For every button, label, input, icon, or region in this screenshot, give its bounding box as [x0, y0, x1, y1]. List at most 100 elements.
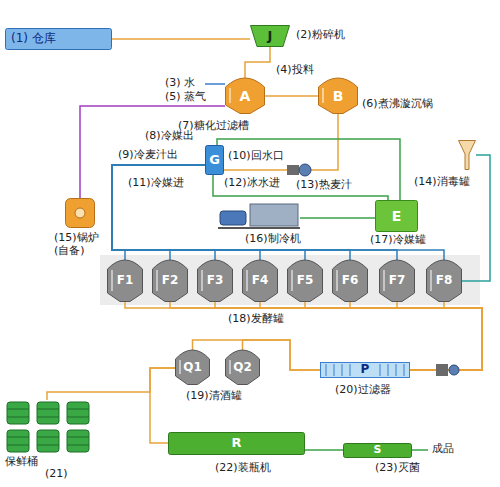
keg-drum	[7, 402, 29, 424]
fermenter-tank: F5	[287, 260, 323, 302]
fermenter-tank: F6	[332, 260, 368, 302]
keg-hoop	[67, 445, 89, 446]
node-letter: E	[392, 208, 402, 224]
keg-hoop	[7, 417, 29, 418]
callout-label: (4)投料	[276, 64, 314, 77]
mash-tank: A(7)糖化过滤槽	[225, 78, 265, 114]
tank-highlight	[246, 270, 248, 291]
tank-outline	[226, 350, 260, 385]
tank-outline	[153, 260, 188, 302]
tank-highlight	[430, 270, 432, 291]
chiller-motor	[220, 211, 246, 225]
boiler: (15)锅炉 (自备)	[65, 198, 95, 228]
keg-drum	[67, 402, 89, 424]
part-label: (22)装瓶机	[215, 462, 271, 475]
node-letter: J	[268, 29, 273, 44]
filter-plate	[334, 364, 335, 376]
pipe-connector	[462, 155, 490, 281]
part-label: (23)灭菌	[375, 462, 420, 475]
keg-hoop	[37, 445, 59, 446]
node-letter: G	[209, 153, 220, 168]
warehouse-box: (1) 仓库	[5, 28, 112, 50]
tank-highlight	[229, 360, 231, 374]
filter-plate	[404, 364, 405, 376]
tank-outline	[226, 78, 265, 114]
fermenter-tank: F2	[152, 260, 188, 302]
callout-label: (8)冷媒出	[145, 130, 194, 143]
keg-hoop	[37, 409, 59, 410]
part-label: (2)粉碎机	[296, 29, 345, 42]
pipe-connector	[245, 47, 270, 78]
filter-plate	[350, 364, 351, 376]
fermenter-bay	[100, 255, 480, 305]
pipe-connector	[265, 95, 318, 97]
water-pipe	[205, 83, 225, 85]
pipe-connector	[150, 368, 175, 443]
keg-hoop	[7, 409, 29, 410]
fermenter-tank: F7	[379, 260, 415, 302]
keg-hoop	[67, 437, 89, 438]
callout-label: (13)热麦汁	[296, 179, 352, 192]
tank-outline	[288, 260, 323, 302]
keg-hoop	[67, 409, 89, 410]
tank-outline	[333, 260, 368, 302]
fermenter-tank: F4	[242, 260, 278, 302]
funnel-outline	[459, 141, 476, 170]
callout-label: (3) 水	[165, 77, 195, 90]
callout-label: (5) 蒸气	[165, 91, 206, 104]
chiller-unit: (16)制冷机	[218, 203, 300, 229]
keg-hoop	[7, 437, 29, 438]
keg-hoop	[37, 417, 59, 418]
pump-motor	[436, 364, 448, 376]
filter-plate	[342, 364, 343, 376]
part-label: (21)	[45, 468, 68, 481]
pipe-connector	[213, 175, 388, 200]
tank-highlight	[201, 270, 203, 291]
node-letter: F5	[297, 274, 314, 288]
tank-highlight	[111, 270, 113, 291]
pipe-connector	[350, 302, 482, 370]
node-shape	[65, 198, 95, 228]
heat-exchanger: G	[205, 145, 224, 175]
coolant-tank: E(17)冷媒罐	[375, 200, 418, 232]
grinder-outline	[251, 26, 290, 47]
tank-outline	[380, 260, 415, 302]
box-outline	[376, 201, 418, 232]
part-label: (20)过滤器	[335, 384, 391, 397]
box-outline	[6, 29, 112, 50]
tank-outline	[176, 350, 210, 385]
node-shape	[5, 400, 93, 454]
pipe-connector	[112, 38, 250, 40]
node-letter: Q2	[233, 361, 252, 375]
tank-highlight	[179, 360, 181, 374]
boil-tank: B(6)煮沸漩沉锅	[318, 78, 358, 114]
keg-drum	[67, 430, 89, 452]
keg-hoop	[37, 437, 59, 438]
pipe-connector	[47, 368, 175, 400]
box-outline	[344, 444, 412, 458]
filter-plate	[326, 364, 327, 376]
bright-tank: Q1	[175, 350, 210, 385]
node-letter: B	[333, 88, 344, 104]
box-outline	[206, 146, 224, 175]
pipe-connector	[397, 302, 482, 370]
part-label: (6)煮沸漩沉锅	[362, 98, 433, 111]
part-label: (16)制冷机	[245, 233, 301, 246]
keg-group: 保鲜桶(21)	[5, 400, 93, 454]
part-label: (17)冷媒罐	[370, 234, 426, 247]
pipe-connector	[112, 165, 397, 260]
tank-highlight	[336, 270, 338, 291]
pump-motor	[287, 165, 299, 175]
pipe-connector	[112, 165, 205, 260]
keg-drum	[37, 430, 59, 452]
tank-outline	[319, 78, 358, 114]
tank-highlight	[156, 270, 158, 291]
callout-label: (18)发酵罐	[228, 313, 284, 326]
node-letter: R	[231, 436, 241, 451]
pipe-connector	[300, 217, 375, 219]
node-letter: P	[361, 363, 370, 377]
bright-tank: Q2	[225, 350, 260, 385]
callout-label: (10)回水口	[228, 150, 284, 163]
